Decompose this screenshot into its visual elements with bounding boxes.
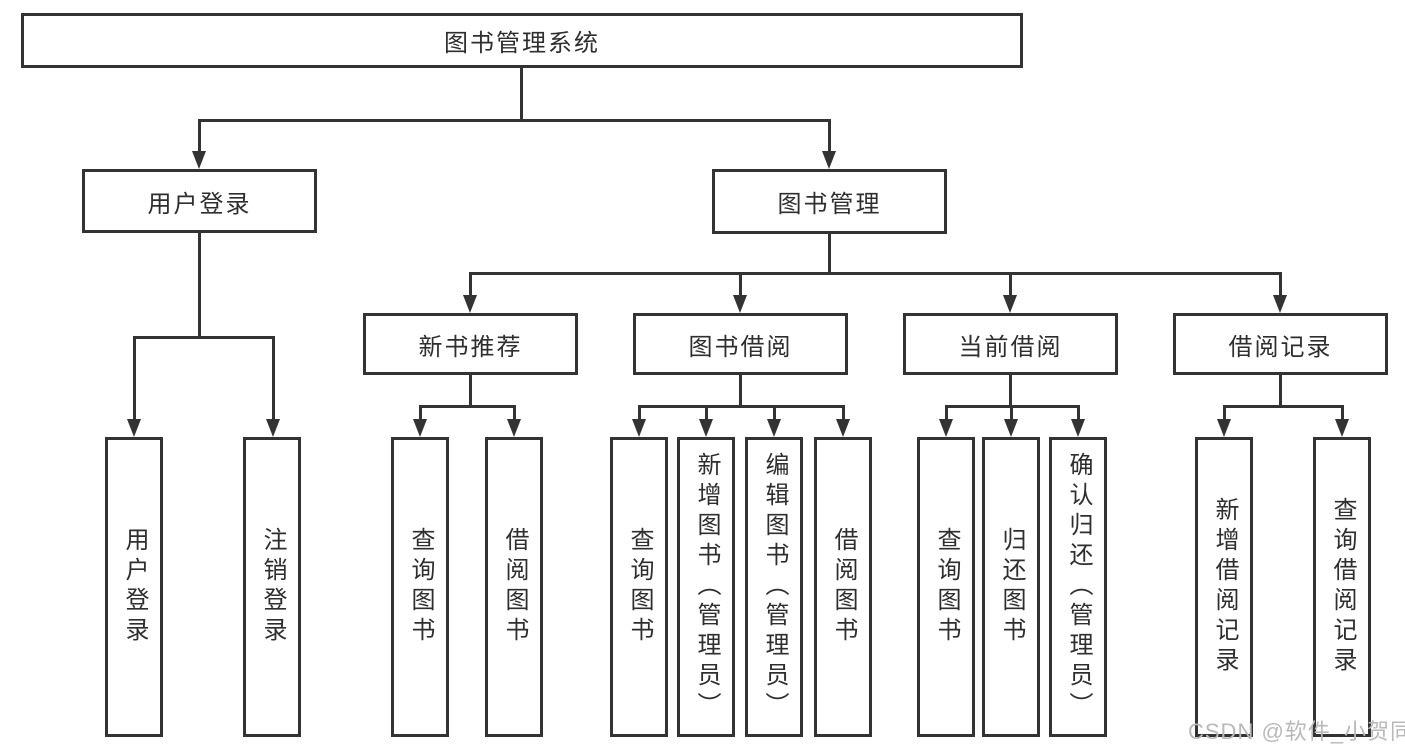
leaf-bb-query-book-label: 查询图书 bbox=[626, 527, 653, 647]
connector-line bbox=[520, 68, 523, 122]
arrow-down-icon bbox=[699, 419, 713, 437]
connector-line bbox=[469, 272, 1282, 275]
connector-line bbox=[1009, 272, 1012, 297]
connector-line bbox=[469, 272, 472, 297]
leaf-cb-confirm-return-admin: 确认归还（管理员） bbox=[1049, 437, 1107, 737]
arrow-down-icon bbox=[1003, 295, 1017, 313]
connector-line bbox=[198, 119, 831, 122]
connector-line bbox=[739, 272, 742, 297]
node-book-borrow-label: 图书借阅 bbox=[688, 333, 793, 361]
leaf-nb-borrow-book-label: 借阅图书 bbox=[501, 527, 528, 647]
node-book-management: 图书管理 bbox=[712, 169, 947, 234]
arrow-down-icon bbox=[1004, 419, 1018, 437]
leaf-br-query-record: 查询借阅记录 bbox=[1313, 437, 1371, 737]
connector-line bbox=[828, 119, 831, 153]
connector-line bbox=[1010, 405, 1013, 421]
node-borrow-record-label: 借阅记录 bbox=[1228, 333, 1333, 361]
connector-line bbox=[513, 405, 516, 421]
arrow-down-icon bbox=[127, 419, 141, 437]
leaf-nb-query-book-label: 查询图书 bbox=[407, 527, 434, 647]
arrow-down-icon bbox=[1217, 419, 1231, 437]
connector-line bbox=[842, 405, 845, 421]
node-new-book-recommend-label: 新书推荐 bbox=[418, 333, 523, 361]
leaf-bb-add-book-admin: 新增图书（管理员） bbox=[677, 437, 735, 737]
leaf-bb-edit-book-admin: 编辑图书（管理员） bbox=[745, 437, 803, 737]
leaf-user-login: 用户登录 bbox=[105, 437, 163, 737]
arrow-down-icon bbox=[463, 295, 477, 313]
leaf-bb-borrow-book-label: 借阅图书 bbox=[830, 527, 857, 647]
node-user-login-label: 用户登录 bbox=[147, 190, 252, 218]
leaf-br-query-record-label: 查询借阅记录 bbox=[1329, 497, 1356, 677]
leaf-logout: 注销登录 bbox=[243, 437, 301, 737]
node-current-borrow-label: 当前借阅 bbox=[958, 333, 1063, 361]
node-book-management-label: 图书管理 bbox=[777, 191, 882, 218]
leaf-nb-borrow-book: 借阅图书 bbox=[485, 437, 543, 737]
connector-line bbox=[739, 375, 742, 408]
connector-line bbox=[133, 336, 136, 421]
arrow-down-icon bbox=[939, 419, 953, 437]
node-current-borrow: 当前借阅 bbox=[903, 313, 1118, 375]
arrow-down-icon bbox=[733, 295, 747, 313]
connector-line bbox=[1223, 405, 1344, 408]
connector-line bbox=[1009, 375, 1012, 408]
arrow-down-icon bbox=[836, 419, 850, 437]
connector-line bbox=[1279, 375, 1282, 408]
connector-line bbox=[419, 405, 422, 421]
arrow-down-icon bbox=[192, 151, 206, 169]
leaf-br-add-record-label: 新增借阅记录 bbox=[1211, 497, 1238, 677]
leaf-bb-query-book: 查询图书 bbox=[610, 437, 668, 737]
arrow-down-icon bbox=[767, 419, 781, 437]
arrow-down-icon bbox=[1273, 295, 1287, 313]
node-user-login: 用户登录 bbox=[82, 169, 317, 233]
node-book-borrow: 图书借阅 bbox=[633, 313, 848, 375]
connector-line bbox=[198, 233, 201, 339]
arrow-down-icon bbox=[507, 419, 521, 437]
leaf-bb-add-book-admin-label: 新增图书（管理员） bbox=[693, 452, 720, 722]
leaf-nb-query-book: 查询图书 bbox=[391, 437, 449, 737]
leaf-cb-confirm-return-admin-label: 确认归还（管理员） bbox=[1065, 452, 1092, 722]
leaf-br-add-record: 新增借阅记录 bbox=[1195, 437, 1253, 737]
connector-line bbox=[419, 405, 516, 408]
node-root: 图书管理系统 bbox=[21, 13, 1023, 68]
connector-line bbox=[1077, 405, 1080, 421]
leaf-cb-return-book: 归还图书 bbox=[982, 437, 1040, 737]
node-borrow-record: 借阅记录 bbox=[1173, 313, 1388, 375]
connector-line bbox=[1341, 405, 1344, 421]
connector-line bbox=[828, 234, 831, 275]
connector-line bbox=[469, 375, 472, 408]
arrow-down-icon bbox=[266, 419, 280, 437]
connector-line bbox=[1279, 272, 1282, 297]
arrow-down-icon bbox=[1071, 419, 1085, 437]
connector-line bbox=[198, 119, 201, 153]
arrow-down-icon bbox=[632, 419, 646, 437]
connector-line bbox=[638, 405, 845, 408]
node-root-label: 图书管理系统 bbox=[444, 30, 600, 57]
leaf-cb-return-book-label: 归还图书 bbox=[998, 527, 1025, 647]
connector-line bbox=[773, 405, 776, 421]
connector-line bbox=[945, 405, 948, 421]
arrow-down-icon bbox=[1335, 419, 1349, 437]
csdn-watermark: CSDN @软件_小贺同学 bbox=[1188, 719, 1405, 744]
connector-line bbox=[133, 336, 275, 339]
leaf-bb-borrow-book: 借阅图书 bbox=[814, 437, 872, 737]
connector-line bbox=[272, 336, 275, 421]
leaf-user-login-label: 用户登录 bbox=[121, 527, 148, 647]
connector-line bbox=[1223, 405, 1226, 421]
connector-line bbox=[705, 405, 708, 421]
connector-line bbox=[638, 405, 641, 421]
leaf-bb-edit-book-admin-label: 编辑图书（管理员） bbox=[761, 452, 788, 722]
arrow-down-icon bbox=[822, 151, 836, 169]
leaf-cb-query-book-label: 查询图书 bbox=[933, 527, 960, 647]
leaf-logout-label: 注销登录 bbox=[259, 527, 286, 647]
arrow-down-icon bbox=[413, 419, 427, 437]
leaf-cb-query-book: 查询图书 bbox=[917, 437, 975, 737]
node-new-book-recommend: 新书推荐 bbox=[363, 313, 578, 375]
